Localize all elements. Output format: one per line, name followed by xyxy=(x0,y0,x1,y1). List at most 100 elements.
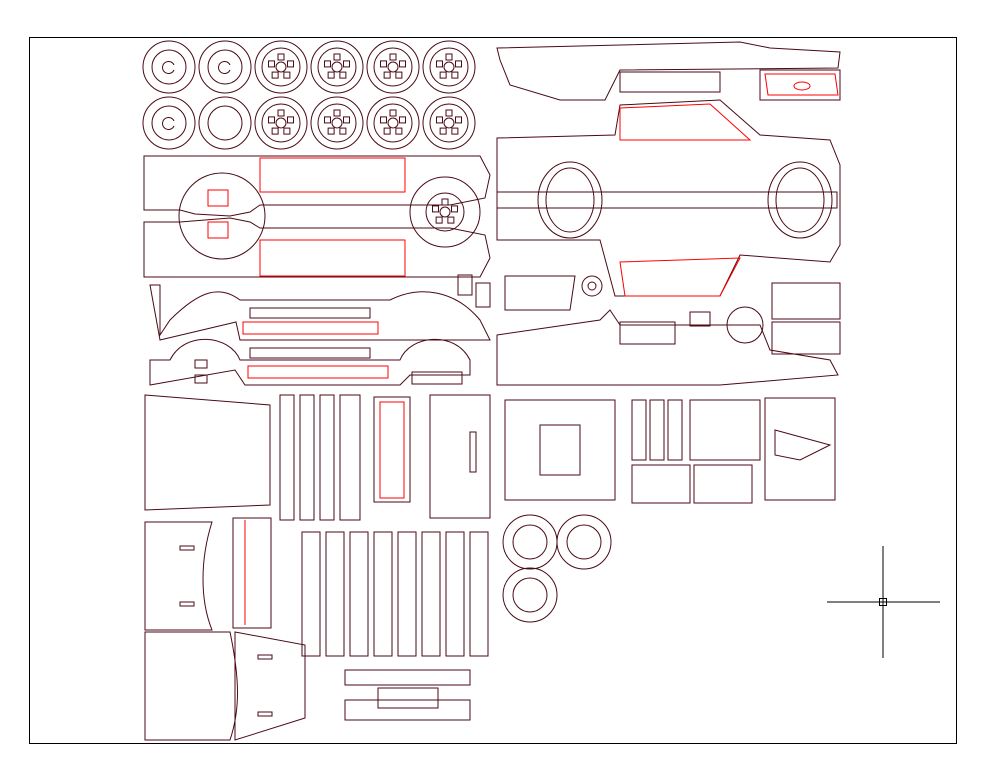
wheel-rim xyxy=(429,103,469,143)
window-bottom xyxy=(619,257,741,297)
wheel-disc xyxy=(198,40,252,94)
tab xyxy=(475,282,491,308)
drawing-frame xyxy=(29,37,957,744)
wheel-hub-slot xyxy=(271,127,279,135)
wheel-hub-slot xyxy=(379,60,387,68)
wheel-inner-ring xyxy=(207,105,243,141)
wheel-hub-slot xyxy=(389,109,397,117)
wheel-disc xyxy=(142,96,196,150)
wheel-hub-slot xyxy=(383,127,391,135)
wheel-hub-slot xyxy=(389,53,397,61)
bar xyxy=(649,399,665,461)
wheel-rim xyxy=(373,103,413,143)
chassis-top-half xyxy=(143,155,491,217)
wheel-well-rear xyxy=(767,161,833,239)
floor-cutout xyxy=(539,424,581,476)
wheel-hub-slot xyxy=(441,198,449,206)
wheel-disc xyxy=(198,96,252,150)
wheel-axle-hole xyxy=(387,117,399,129)
wheel-hub-slot xyxy=(277,109,285,117)
tray xyxy=(619,321,676,345)
wheel-well-rear-inner xyxy=(775,167,825,233)
fender-upper xyxy=(149,284,491,341)
wheel-hub-slot xyxy=(271,71,279,79)
wheel-axle-hole xyxy=(331,61,343,73)
wheel-hub-slot xyxy=(435,216,443,224)
wheel-hub-slot xyxy=(267,60,275,68)
chassis-rear-wheel xyxy=(409,176,481,248)
gauge-disc xyxy=(726,306,764,344)
wheel-axle-hole xyxy=(275,61,287,73)
wheel-rim xyxy=(317,103,357,143)
rib-strip xyxy=(301,531,321,657)
wheel-hub-slot xyxy=(435,60,443,68)
slot xyxy=(207,221,229,239)
axle-center xyxy=(377,687,439,709)
wheel-disc xyxy=(254,96,308,150)
wheel-hub-slot xyxy=(277,53,285,61)
axle-bar xyxy=(344,699,471,721)
slot xyxy=(207,189,229,207)
wheel-hub-slot xyxy=(399,116,407,124)
wheel-disc xyxy=(310,96,364,150)
floor-frame xyxy=(504,399,616,501)
wheel-rim xyxy=(261,47,301,87)
wheel-hub-slot xyxy=(343,60,351,68)
dash-inner xyxy=(379,401,405,499)
door-panel-bottom xyxy=(259,239,406,277)
windshield-part xyxy=(619,71,721,93)
door-panel-top xyxy=(259,157,406,193)
wheel-rim xyxy=(261,103,301,143)
tire-outer xyxy=(502,514,558,570)
hood-inner xyxy=(764,73,839,96)
slot xyxy=(179,601,195,607)
slot xyxy=(179,545,195,551)
tire-outer xyxy=(556,514,612,570)
roof-part xyxy=(496,41,841,101)
wheel-hub-slot xyxy=(447,216,455,224)
bracket xyxy=(693,464,753,504)
box-top xyxy=(771,282,841,320)
wheel-hub-slot xyxy=(323,60,331,68)
small-hole xyxy=(587,281,597,291)
hood-emblem xyxy=(793,81,811,91)
wheel-hub-slot xyxy=(451,205,459,213)
wheel-hub-slot xyxy=(339,71,347,79)
bar xyxy=(242,321,379,335)
bar xyxy=(631,399,647,461)
wheel-logo xyxy=(162,61,175,74)
bar xyxy=(411,371,463,385)
wheel-axle-hole xyxy=(387,61,399,73)
wheel-hub-slot xyxy=(287,60,295,68)
wheel-axle-hole xyxy=(331,117,343,129)
bar xyxy=(249,307,371,319)
strip xyxy=(339,394,361,521)
tire-inner xyxy=(512,577,548,613)
wheel-hub-slot xyxy=(455,116,463,124)
rib-strip xyxy=(373,531,393,657)
tab xyxy=(457,274,473,296)
tire-outer xyxy=(502,567,558,623)
ucs-crosshair-icon xyxy=(827,546,940,658)
wheel-logo xyxy=(162,117,175,130)
slot xyxy=(257,711,273,717)
wheel-hub-slot xyxy=(431,205,439,213)
wheel-hub-slot xyxy=(435,116,443,124)
wheel-hub-slot xyxy=(395,71,403,79)
wheel-hub-slot xyxy=(267,116,275,124)
wheel-hub-slot xyxy=(283,71,291,79)
fender-rear xyxy=(144,631,238,741)
bracket-large xyxy=(764,397,836,501)
wheel-rim xyxy=(373,47,413,87)
tire-inner xyxy=(512,524,548,560)
wheel-hub-slot xyxy=(343,116,351,124)
tab xyxy=(689,311,711,327)
wheel-hub-slot xyxy=(451,127,459,135)
wheel-axle-hole xyxy=(439,206,451,218)
wheel-hub-slot xyxy=(395,127,403,135)
slot xyxy=(469,431,477,473)
wheel-disc xyxy=(422,40,476,94)
door-lower xyxy=(144,521,213,631)
box-bottom xyxy=(771,321,841,355)
